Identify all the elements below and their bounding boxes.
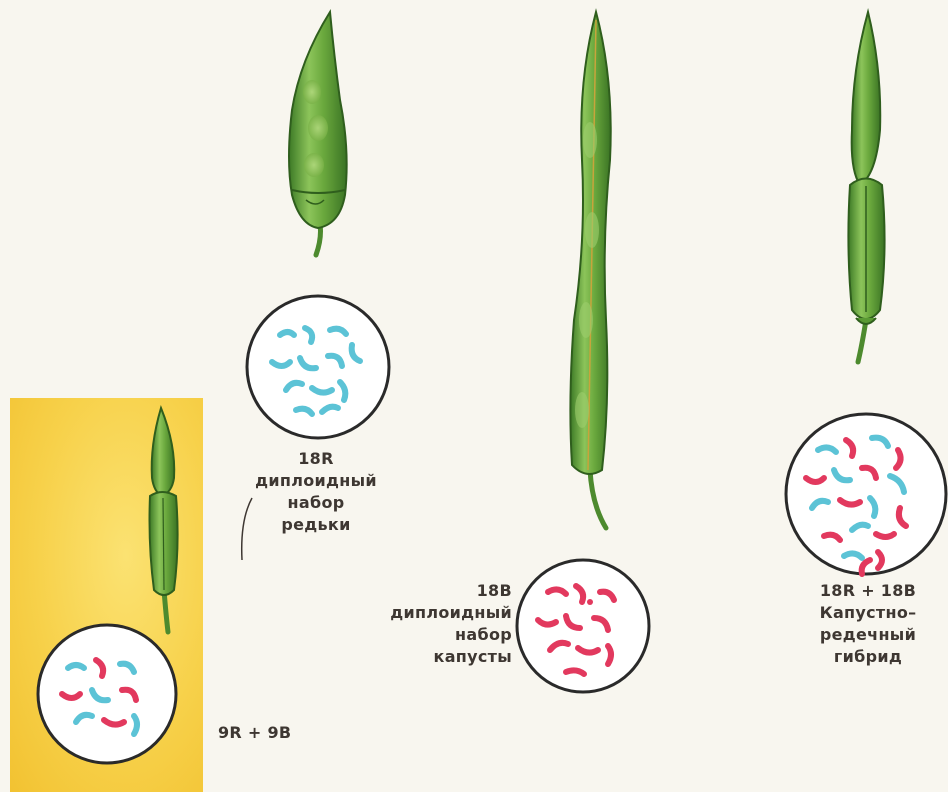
- cabbage-chromosome-cell: [517, 560, 649, 692]
- radish-count: 18R: [236, 448, 396, 470]
- cabbage-line-2: набор: [352, 624, 512, 646]
- sterile-hybrid-chromosome-cell: [38, 625, 176, 763]
- sterile-hybrid-label: 9R + 9B: [218, 722, 291, 744]
- fertile-hybrid-line-2: редечный: [796, 624, 940, 646]
- radish-line-2: набор: [236, 492, 396, 514]
- radish-chromosome-cell: [247, 296, 389, 438]
- radish-line-1: диплоидный: [236, 470, 396, 492]
- radish-line-3: редьки: [236, 514, 396, 536]
- cabbage-count: 18B: [352, 580, 512, 602]
- cabbage-line-3: капусты: [352, 646, 512, 668]
- fertile-hybrid-label: 18R + 18B Капустно– редечный гибрид: [796, 580, 940, 684]
- sterile-hybrid-count: 9R + 9B: [218, 722, 291, 744]
- fertile-hybrid-count: 18R + 18B: [796, 580, 940, 602]
- sterile-hybrid-pod: [150, 408, 178, 632]
- cabbage-line-1: диплоидный: [352, 602, 512, 624]
- radish-label: 18R диплоидный набор редьки: [236, 448, 396, 536]
- fertile-hybrid-line-3: гибрид: [796, 646, 940, 668]
- cabbage-pod: [570, 12, 610, 528]
- radish-pod: [289, 12, 347, 255]
- fertile-hybrid-chromosome-cell: [786, 414, 946, 574]
- fertile-hybrid-pod: [848, 12, 884, 362]
- fertile-hybrid-line-1: Капустно–: [796, 602, 940, 624]
- cabbage-label: 18B диплоидный набор капусты: [352, 580, 512, 668]
